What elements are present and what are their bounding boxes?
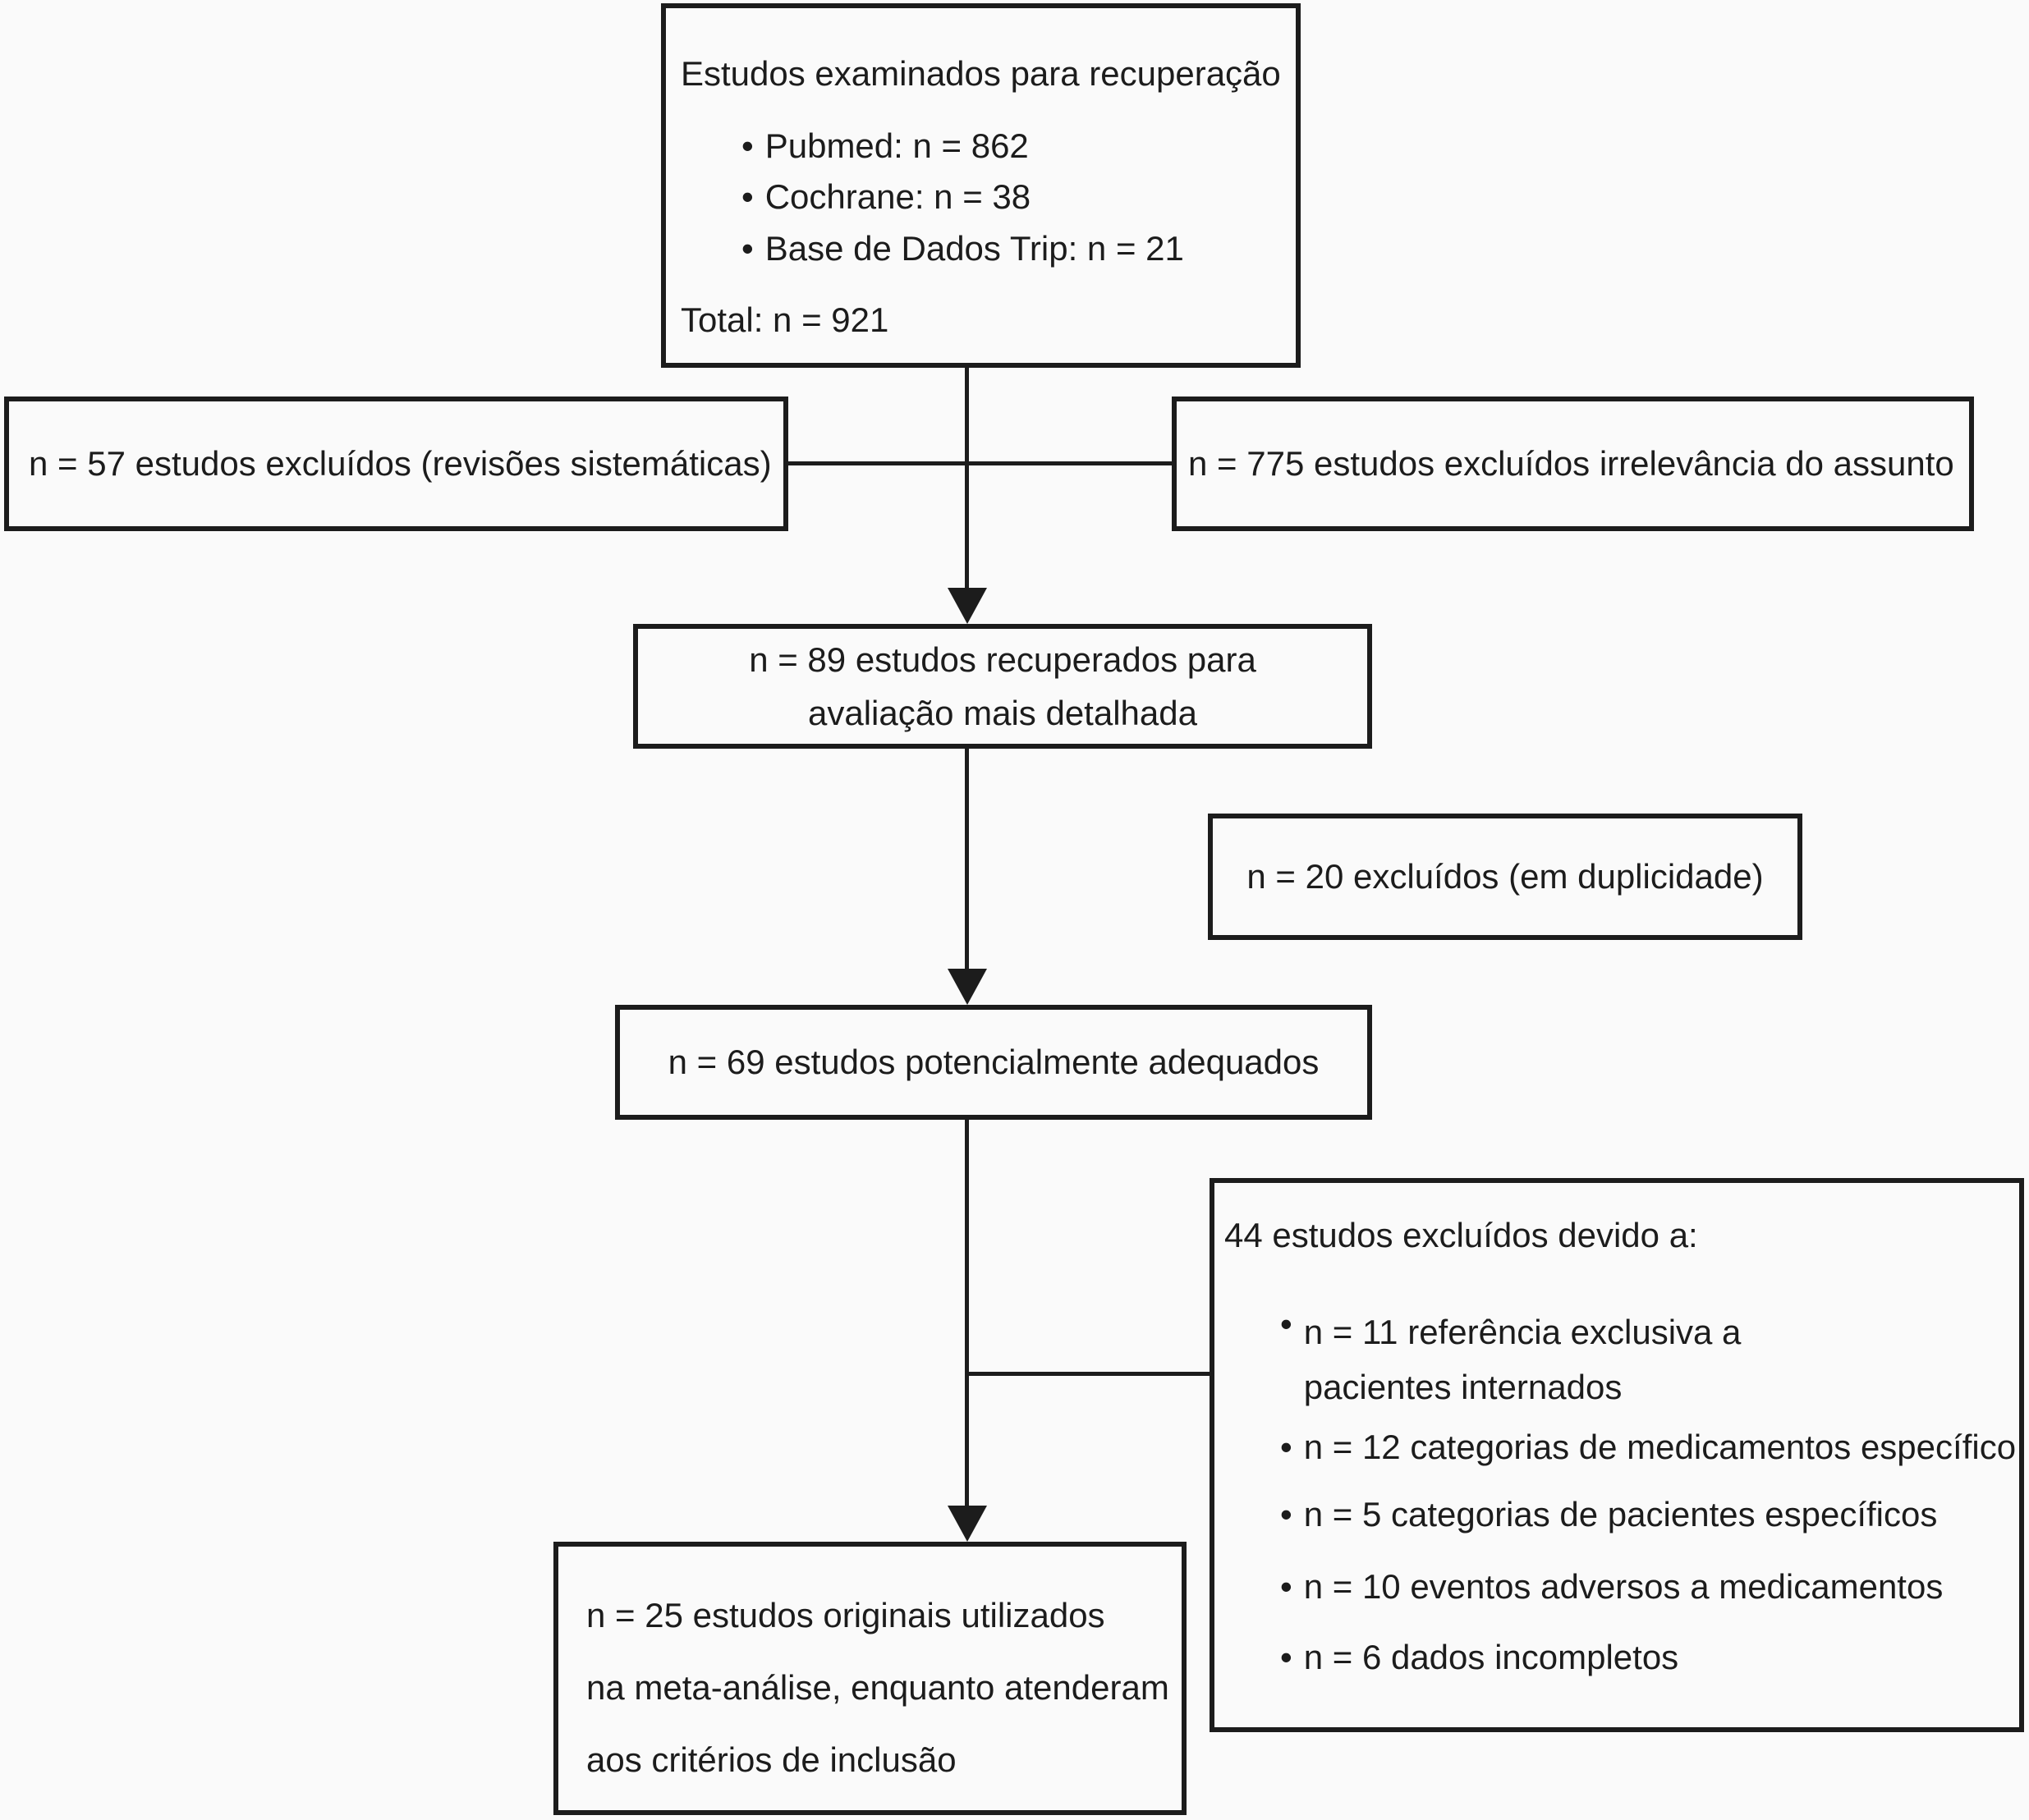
list-item: • Pubmed: n = 862 (741, 126, 1029, 166)
connector-screened-to-retrieved (965, 368, 969, 588)
excluded44-item-drug-categories: n = 12 categorias de medicamentos especí… (1303, 1428, 2017, 1466)
box-excluded-irrelevant: n = 775 estudos excluídos irrelevância d… (1172, 397, 1974, 531)
arrowhead-down-icon (948, 969, 987, 1005)
connector-adequate-to-included (965, 1118, 969, 1506)
box-studies-screened: Estudos examinados para recuperação • Pu… (661, 3, 1301, 368)
duplicates-text: n = 20 excluídos (em duplicidade) (1246, 857, 1764, 896)
screened-bullet-pubmed: Pubmed: n = 862 (764, 126, 1029, 165)
list-item: • n = 5 categorias de pacientes específi… (1280, 1495, 1937, 1534)
box-potentially-adequate: n = 69 estudos potencialmente adequados (615, 1005, 1372, 1120)
connector-exclusion-row (788, 461, 1172, 465)
arrowhead-down-icon (948, 588, 987, 624)
screened-total: Total: n = 921 (681, 300, 889, 339)
box-excluded-duplicates: n = 20 excluídos (em duplicidade) (1208, 814, 1802, 940)
list-item: • n = 12 categorias de medicamentos espe… (1280, 1428, 2016, 1467)
excluded44-title: 44 estudos excluídos devido a: (1224, 1216, 1698, 1254)
box-excluded-systematic-reviews: n = 57 estudos excluídos (revisões siste… (4, 397, 788, 531)
box-retrieved-detailed: n = 89 estudos recuperados para avaliaçã… (633, 624, 1372, 749)
excluded44-item-inpatients-line2: pacientes internados (1303, 1368, 1623, 1407)
excluded44-item-adverse-events: n = 10 eventos adversos a medicamentos (1303, 1567, 1944, 1606)
bullet-icon: • (1280, 1304, 1292, 1343)
arrowhead-down-icon (948, 1506, 987, 1542)
excluded44-item-patient-categories: n = 5 categorias de pacientes específico… (1303, 1495, 1938, 1533)
list-item: • Base de Dados Trip: n = 21 (741, 229, 1184, 268)
box-included-meta-analysis: n = 25 estudos originais utilizados na m… (553, 1542, 1187, 1815)
list-item: • Cochrane: n = 38 (741, 177, 1031, 217)
list-item: • n = 6 dados incompletos (1280, 1638, 1678, 1677)
bullet-icon: • (1280, 1567, 1292, 1606)
excluded44-item-inpatients-line1: n = 11 referência exclusiva a (1303, 1313, 1742, 1351)
screened-bullet-trip: Base de Dados Trip: n = 21 (764, 229, 1184, 268)
excluded-reviews-text: n = 57 estudos excluídos (revisões siste… (29, 444, 772, 483)
bullet-icon: • (741, 126, 754, 165)
bullet-icon: • (1280, 1428, 1292, 1466)
excluded44-item-incomplete-data: n = 6 dados incompletos (1303, 1638, 1679, 1676)
included-line1: n = 25 estudos originais utilizados (586, 1596, 1105, 1634)
screened-bullet-cochrane: Cochrane: n = 38 (764, 177, 1031, 216)
bullet-icon: • (741, 229, 754, 268)
retrieved-line2: avaliação mais detalhada (808, 694, 1197, 732)
list-item: • n = 10 eventos adversos a medicamentos (1280, 1567, 1943, 1607)
included-line3: aos critérios de inclusão (586, 1740, 957, 1780)
bullet-icon: • (741, 177, 754, 216)
connector-retrieved-to-adequate (965, 747, 969, 969)
connector-branch-to-excluded44 (965, 1372, 1210, 1376)
bullet-icon: • (1280, 1638, 1292, 1676)
list-item: • n = 11 referência exclusiva a paciente… (1280, 1304, 1741, 1414)
excluded-irrelevant-text: n = 775 estudos excluídos irrelevância d… (1188, 444, 1954, 483)
screened-title: Estudos examinados para recuperação (681, 54, 1281, 93)
retrieved-line1: n = 89 estudos recuperados para (749, 640, 1256, 679)
potentially-adequate-text: n = 69 estudos potencialmente adequados (668, 1043, 1320, 1081)
bullet-icon: • (1280, 1495, 1292, 1533)
included-line2: na meta-análise, enquanto atenderam (586, 1668, 1169, 1708)
box-excluded-44-reasons: 44 estudos excluídos devido a: • n = 11 … (1210, 1178, 2024, 1732)
